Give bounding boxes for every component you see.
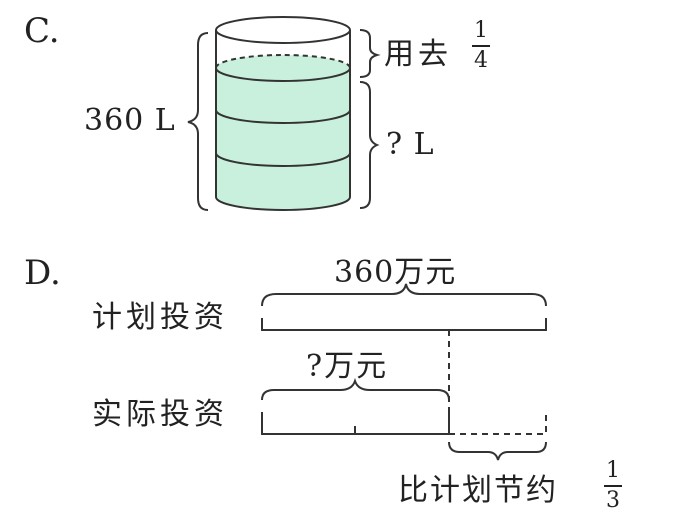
division-line-1 bbox=[215, 109, 351, 124]
saving-label: 比计划节约 bbox=[398, 473, 558, 508]
actual-label: 实际投资 bbox=[92, 397, 228, 432]
brace-saving bbox=[448, 441, 547, 461]
used-label: 用去 bbox=[384, 37, 452, 72]
water-surface-back bbox=[215, 54, 351, 69]
used-fraction-den: 4 bbox=[474, 48, 488, 73]
segment-diagram bbox=[261, 283, 547, 461]
division-line-2 bbox=[215, 152, 351, 167]
option-c-label: C. bbox=[24, 11, 60, 51]
brace-planned-total bbox=[261, 283, 547, 307]
brace-total bbox=[187, 32, 209, 211]
cylinder-water bbox=[216, 55, 350, 210]
planned-total-label: 360万元 bbox=[334, 255, 457, 290]
option-d-label: D. bbox=[24, 253, 61, 293]
water-surface-front bbox=[215, 67, 351, 82]
saving-fraction-bar bbox=[604, 485, 622, 487]
saving-fraction-num: 1 bbox=[606, 458, 620, 483]
used-fraction: 1 4 bbox=[472, 20, 490, 72]
brace-used bbox=[359, 29, 381, 78]
unknown-volume-label: ? L bbox=[386, 127, 435, 162]
cylinder-bottom bbox=[215, 196, 351, 211]
actual-unknown-label: ?万元 bbox=[306, 349, 389, 384]
planned-label: 计划投资 bbox=[92, 300, 228, 335]
brace-actual bbox=[261, 377, 450, 401]
saving-fraction: 1 3 bbox=[604, 460, 622, 512]
cylinder-diagram bbox=[215, 16, 351, 211]
used-fraction-bar bbox=[472, 45, 490, 47]
cylinder-top-rim bbox=[215, 16, 351, 44]
total-volume-label: 360 L bbox=[84, 103, 176, 138]
saving-fraction-den: 3 bbox=[606, 488, 620, 513]
brace-remaining bbox=[359, 81, 380, 209]
planned-bar bbox=[261, 318, 547, 331]
used-fraction-num: 1 bbox=[474, 18, 488, 43]
saving-segment bbox=[449, 412, 547, 435]
